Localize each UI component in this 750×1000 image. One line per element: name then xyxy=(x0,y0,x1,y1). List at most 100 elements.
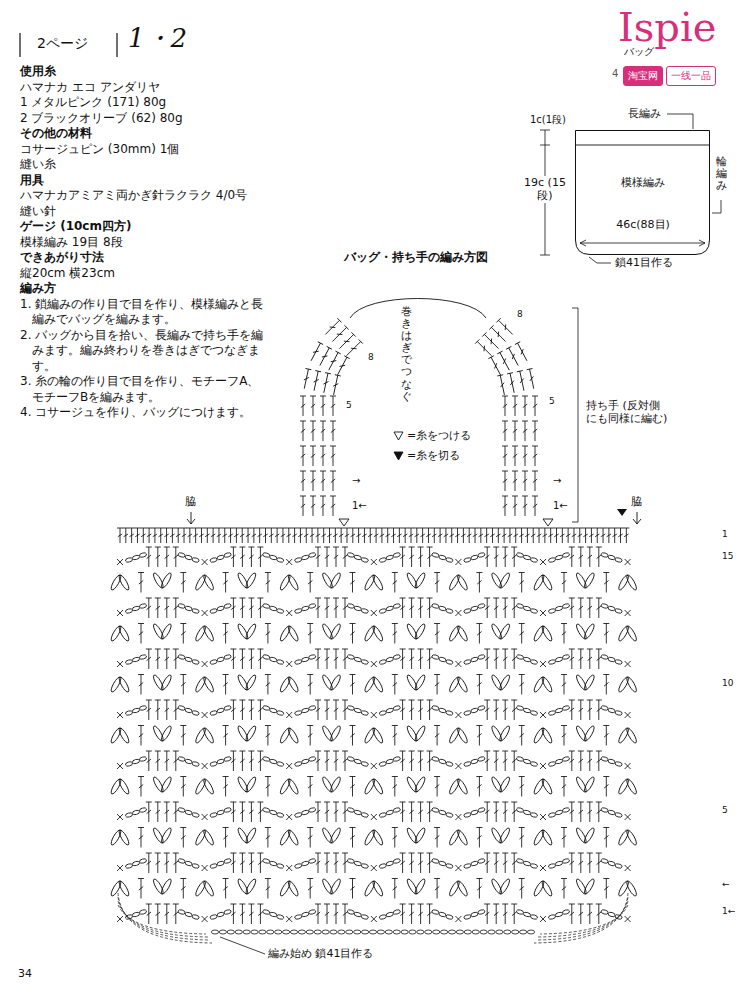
chain-stitch xyxy=(294,659,302,665)
double-crochet xyxy=(588,528,594,543)
corner-arc xyxy=(118,901,208,937)
chain-stitch xyxy=(354,708,362,714)
double-crochet xyxy=(493,598,499,618)
leaf-cluster xyxy=(583,572,596,589)
double-crochet xyxy=(138,726,144,746)
leaf-cluster xyxy=(202,778,215,795)
header-bar xyxy=(19,33,20,57)
leaf-cluster xyxy=(456,778,469,795)
chart-label: 長編み xyxy=(628,108,661,121)
chain-stitch xyxy=(185,606,193,612)
legend-text: =糸をつける xyxy=(407,428,471,443)
double-crochet xyxy=(502,598,508,618)
leaf-cluster xyxy=(456,880,469,897)
double-crochet xyxy=(418,598,424,618)
double-crochet xyxy=(596,904,602,924)
chain-stitch xyxy=(361,812,369,818)
chain-stitch xyxy=(523,861,531,867)
double-crochet xyxy=(603,675,609,695)
double-crochet xyxy=(173,751,179,771)
double-crochet xyxy=(507,528,513,543)
chain-stitch xyxy=(361,557,369,563)
chain-stitch xyxy=(386,657,394,663)
chain-stitch xyxy=(470,861,478,867)
chain-stitch xyxy=(330,930,337,934)
chain-stitch xyxy=(393,930,400,934)
chain-stitch xyxy=(347,705,355,711)
leaf-cluster xyxy=(456,625,469,642)
double-crochet xyxy=(600,528,606,543)
chart-label: 19c (15段) xyxy=(524,176,566,203)
chain-stitch xyxy=(562,654,570,660)
chain-stitch xyxy=(393,858,401,864)
double-crochet xyxy=(180,879,186,899)
double-crochet xyxy=(418,904,424,924)
chain-stitch xyxy=(294,608,302,614)
double-crochet xyxy=(409,751,415,771)
chain-stitch xyxy=(516,756,524,762)
chain-stitch xyxy=(132,657,140,663)
double-crochet xyxy=(146,853,152,873)
handle-row xyxy=(475,318,515,358)
chain-stitch xyxy=(516,654,524,660)
chain-stitch xyxy=(301,912,309,918)
double-crochet xyxy=(134,528,140,543)
chain-stitch xyxy=(562,909,570,915)
bag-band-line xyxy=(576,145,710,146)
chain-stitch xyxy=(192,863,200,869)
double-crochet xyxy=(484,700,490,720)
spec-line: 縫い針 xyxy=(20,204,278,220)
double-crochet xyxy=(596,649,602,669)
single-crochet xyxy=(625,661,631,667)
side-arrow xyxy=(187,512,195,524)
chain-stitch xyxy=(227,930,234,934)
double-crochet xyxy=(292,528,298,543)
chain-stitch xyxy=(210,608,218,614)
chain-stitch xyxy=(555,810,563,816)
double-crochet xyxy=(484,649,490,669)
single-crochet xyxy=(455,661,461,667)
leaf-cluster xyxy=(456,574,469,591)
double-crochet xyxy=(310,446,316,466)
double-crochet xyxy=(315,547,321,567)
leader-line xyxy=(667,114,693,129)
double-crochet xyxy=(409,649,415,669)
double-crochet xyxy=(146,802,152,822)
double-crochet xyxy=(315,528,321,543)
single-crochet xyxy=(455,712,461,718)
double-crochet xyxy=(155,751,161,771)
double-crochet xyxy=(344,339,362,357)
leaf-cluster xyxy=(540,727,553,744)
single-crochet xyxy=(625,916,631,922)
leaf-cluster xyxy=(202,574,215,591)
double-crochet xyxy=(342,853,348,873)
chain-stitch xyxy=(386,555,394,561)
double-crochet xyxy=(257,528,263,543)
double-crochet xyxy=(596,598,602,618)
handle-bracket xyxy=(572,308,578,522)
double-crochet xyxy=(392,624,398,644)
chain-stitch xyxy=(608,759,616,765)
chain-stitch xyxy=(346,930,353,934)
double-crochet xyxy=(146,598,152,618)
double-crochet xyxy=(310,496,316,516)
chart-label: 1・2 xyxy=(128,24,187,54)
chain-stitch xyxy=(192,608,200,614)
double-crochet xyxy=(324,853,330,873)
chain-stitch xyxy=(217,555,225,561)
double-crochet xyxy=(493,802,499,822)
chain-stitch xyxy=(601,807,609,813)
chart-label: 鎖41目作る xyxy=(615,257,673,270)
double-crochet xyxy=(512,396,518,416)
chain-stitch xyxy=(294,914,302,920)
chain-stitch xyxy=(301,657,309,663)
double-crochet xyxy=(511,598,517,618)
leaf-cluster xyxy=(160,623,173,640)
leaf-cluster xyxy=(329,725,342,742)
chain-stitch xyxy=(262,603,270,609)
double-crochet xyxy=(603,777,609,797)
double-crochet xyxy=(476,879,482,899)
leaf-cluster xyxy=(244,878,257,895)
leaf-cluster xyxy=(287,778,300,795)
double-crochet xyxy=(522,421,528,441)
